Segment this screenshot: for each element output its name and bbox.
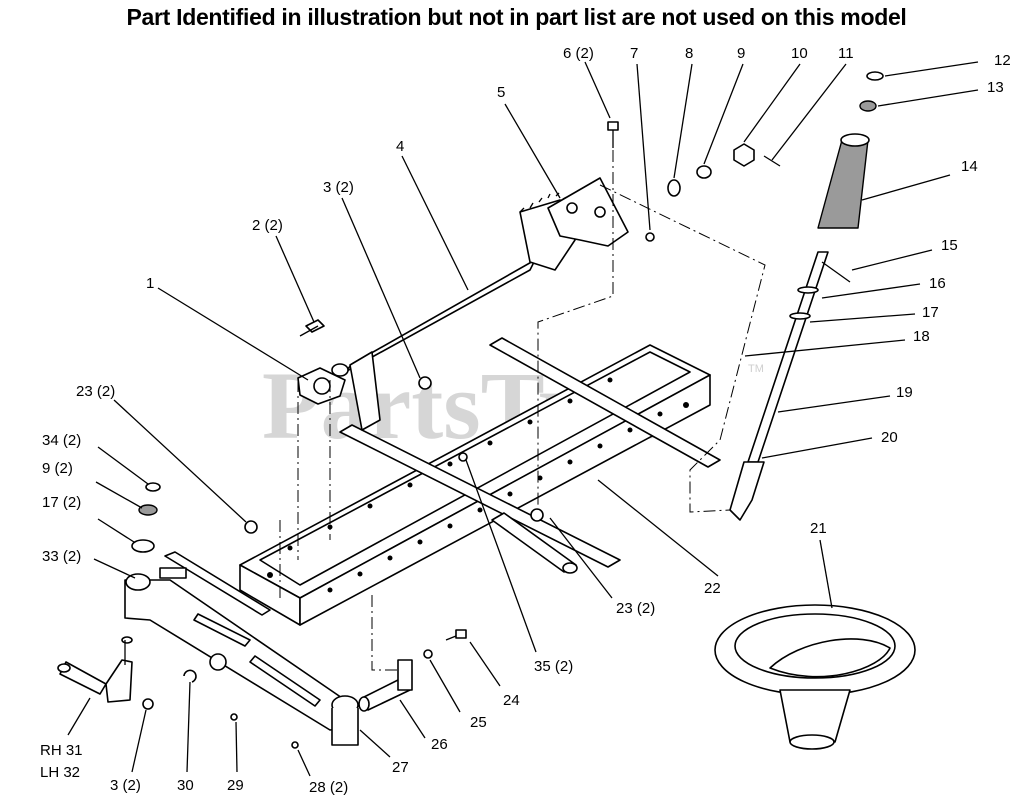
- main-frame-part: [239, 337, 721, 626]
- callout-3-bottom: 3 (2): [110, 777, 141, 794]
- callout-29: 29: [227, 777, 244, 794]
- washer-25-part: [423, 649, 433, 659]
- support-bracket-part: [547, 177, 629, 247]
- callout-8: 8: [685, 45, 693, 62]
- callout-11: 11: [838, 45, 854, 62]
- callout-27: 27: [392, 759, 409, 776]
- callout-13: 13: [987, 79, 1004, 96]
- callout-24: 24: [503, 692, 520, 709]
- callout-14: 14: [961, 158, 978, 175]
- washer-9-part: [696, 165, 712, 179]
- nut-23b-part: [530, 508, 544, 522]
- clip-34-part: [145, 482, 161, 492]
- washer-9b-part: [138, 504, 158, 516]
- washer-13-part: [859, 100, 877, 112]
- alignment-lines: [279, 150, 766, 671]
- fitting-29-part: [230, 713, 238, 721]
- grease-fitting-28-part: [291, 741, 299, 749]
- front-axle-part: [124, 573, 359, 746]
- callout-33: 33 (2): [42, 548, 81, 565]
- bearing-flange-part: [297, 367, 346, 405]
- callout-9: 9: [737, 45, 745, 62]
- callout-25: 25: [470, 714, 487, 731]
- nut-23a-part: [244, 520, 258, 534]
- cotter-pin-11-part: [763, 155, 781, 167]
- callout-26: 26: [431, 736, 448, 753]
- watermark-trademark: TM: [748, 363, 764, 375]
- clip-30-part: [183, 669, 197, 683]
- callout-22: 22: [704, 580, 721, 597]
- callout-28: 28 (2): [309, 779, 348, 796]
- nut-7-part: [645, 232, 655, 242]
- callout-23-bottom: 23 (2): [616, 600, 655, 617]
- callout-2: 2 (2): [252, 217, 283, 234]
- callout-30: 30: [177, 777, 194, 794]
- pivot-pin-part: [358, 659, 413, 712]
- callout-31-rh: RH 31: [40, 742, 83, 759]
- callout-34: 34 (2): [42, 432, 81, 449]
- callout-18: 18: [913, 328, 930, 345]
- callout-10: 10: [791, 45, 808, 62]
- diagram-title: Part Identified in illustration but not …: [126, 4, 907, 30]
- spindle-part: [57, 636, 133, 703]
- callout-12: 12: [994, 52, 1011, 69]
- bolt-35-part: [458, 452, 468, 462]
- tie-rod-part: [159, 551, 271, 616]
- bolt-24-part: [445, 629, 467, 641]
- steering-wheel-part: [714, 604, 916, 750]
- callout-35: 35 (2): [534, 658, 573, 675]
- bolt-6-part: [607, 121, 619, 148]
- steering-column-shaft-part: [729, 251, 851, 521]
- callout-17: 17: [922, 304, 939, 321]
- callout-16: 16: [929, 275, 946, 292]
- callout-6: 6 (2): [563, 45, 594, 62]
- callout-32-lh: LH 32: [40, 764, 80, 781]
- callout-1: 1: [146, 275, 154, 292]
- bolt-2-part: [299, 319, 325, 337]
- callout-7: 7: [630, 45, 638, 62]
- callout-17-left: 17 (2): [42, 494, 81, 511]
- washer-17b-part: [131, 539, 155, 553]
- callout-3-top: 3 (2): [323, 179, 354, 196]
- callout-19: 19: [896, 384, 913, 401]
- callout-21: 21: [810, 520, 827, 537]
- bushing-8-part: [667, 179, 681, 197]
- callout-labels: 1 2 (2) 3 (2) 4 5 6 (2) 7 8 9 10 11 12 1…: [40, 45, 1011, 796]
- clip-12-part: [866, 71, 884, 81]
- castle-nut-10-part: [733, 143, 755, 167]
- callout-20: 20: [881, 429, 898, 446]
- nut-3-part: [418, 376, 432, 390]
- callout-23-left: 23 (2): [76, 383, 115, 400]
- column-tube-part: [817, 133, 870, 229]
- nut-3b-part: [142, 698, 154, 710]
- callout-9-left: 9 (2): [42, 460, 73, 477]
- leader-lines: [67, 61, 979, 777]
- callout-4: 4: [396, 138, 404, 155]
- callout-5: 5: [497, 84, 505, 101]
- callout-15: 15: [941, 237, 958, 254]
